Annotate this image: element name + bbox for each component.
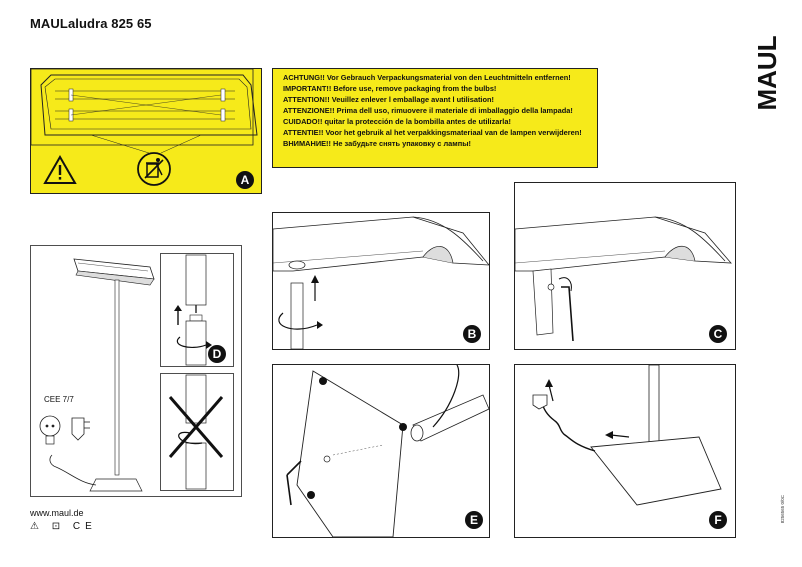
detail-d-wrong (160, 373, 234, 491)
hex-key-icon (561, 286, 574, 342)
document-number: 8256565 0/0C (780, 495, 785, 524)
plug-icon (39, 415, 90, 445)
panel-f: F (514, 364, 736, 538)
brand-text: MAUL (752, 35, 782, 110)
panel-a: A (30, 68, 262, 194)
panel-overview: D (30, 245, 242, 497)
panel-e: E (272, 364, 490, 538)
warning-de: ACHTUNG!! Vor Gebrauch Verpackungsmateri… (283, 73, 571, 82)
step-badge-d: D (208, 345, 226, 363)
step-badge-e: E (465, 511, 483, 529)
panel-b: B (272, 212, 490, 350)
brand-logo: MAUL (752, 18, 782, 128)
step-badge-f: F (709, 511, 727, 529)
warning-ru: ВНИМАНИЕ!! Не забудьте снять упаковку с … (283, 139, 471, 148)
website-link[interactable]: www.maul.de (30, 508, 84, 518)
warning-nl: ATTENTIE!! Voor het gebruik al het verpa… (283, 128, 582, 137)
step-badge-c: C (709, 325, 727, 343)
warning-es: CUIDADO!! quitar la protección de la bom… (283, 117, 511, 126)
warning-it: ATTENZIONE!! Prima dell uso, rimuovere i… (283, 106, 573, 115)
warning-icon (43, 155, 77, 184)
certification-marks: ⚠ ⊡ CE (30, 521, 97, 532)
product-title: MAULaludra 825 65 (30, 16, 152, 31)
plug-standard-label: CEE 7/7 (44, 395, 74, 404)
step-badge-b: B (463, 325, 481, 343)
recycle-bin-icon (137, 152, 171, 186)
warning-text-box: ACHTUNG!! Vor Gebrauch Verpackungsmateri… (272, 68, 598, 168)
step-badge-a: A (236, 171, 254, 189)
warning-fr: ATTENTION!! Veuillez enlever l emballage… (283, 95, 494, 104)
panel-c: C (514, 182, 736, 350)
warning-en: IMPORTANT!! Before use, remove packaging… (283, 84, 497, 93)
